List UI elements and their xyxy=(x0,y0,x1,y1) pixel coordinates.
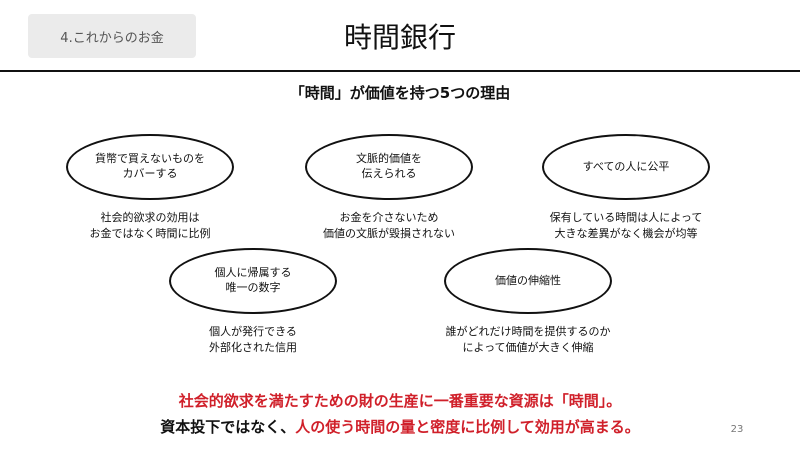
reason-description-3: 保有している時間は人によって 大きな差異がなく機会が均等 xyxy=(549,211,703,240)
section-tag: 4.これからのお金 xyxy=(28,14,196,58)
reason-description-1: 社会的欲求の効用は お金ではなく時間に比例 xyxy=(89,211,211,240)
conclusion-line-2: 資本投下ではなく、人の使う時間の量と密度に比例して効用が高まる。 xyxy=(0,418,800,436)
reason-oval-4: 個人に帰属する 唯一の数字 xyxy=(169,248,337,314)
conclusion-line-2-emphasis: 人の使う時間の量と密度に比例して効用が高まる。 xyxy=(295,418,640,436)
reason-oval-1: 貨幣で買えないものを カバーする xyxy=(66,134,234,200)
title-divider xyxy=(0,70,800,72)
page-number: 23 xyxy=(730,424,744,435)
reason-oval-2: 文脈的価値を 伝えられる xyxy=(305,134,473,200)
slide-subtitle: 「時間」が価値を持つ5つの理由 xyxy=(289,83,511,102)
reason-description-4: 個人が発行できる 外部化された信用 xyxy=(209,325,297,354)
reason-description-5: 誰がどれだけ時間を提供するのか によって価値が大きく伸縮 xyxy=(445,325,611,354)
conclusion-line-2-prefix: 資本投下ではなく、 xyxy=(160,418,296,436)
slide-title: 時間銀行 xyxy=(343,21,456,54)
conclusion-line-1: 社会的欲求を満たすための財の生産に一番重要な資源は「時間」。 xyxy=(178,392,622,410)
reason-oval-3: すべての人に公平 xyxy=(542,134,710,200)
reason-description-2: お金を介さないため 価値の文脈が毀損されない xyxy=(323,211,455,240)
reason-oval-5: 価値の伸縮性 xyxy=(444,248,612,314)
